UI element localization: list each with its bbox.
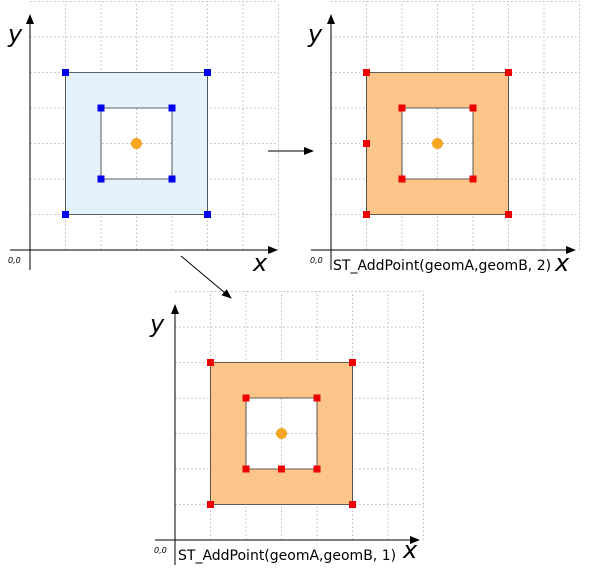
inner-ring-vertex-marker (278, 465, 285, 473)
outer-ring-vertex-marker (505, 69, 512, 76)
inner-ring-vertex-marker (168, 175, 176, 183)
centroid-point (276, 428, 287, 439)
outer-ring-vertex-marker (62, 211, 69, 218)
inner-ring-vertex-marker (242, 394, 250, 402)
outer-ring-vertex-marker (349, 359, 356, 366)
origin-label: 0,0 (8, 256, 21, 265)
origin-label: 0,0 (154, 546, 167, 555)
x-axis-arrow (410, 536, 420, 544)
inner-ring-vertex-marker (168, 104, 176, 112)
outer-ring-vertex-marker (363, 140, 370, 147)
y-axis-arrow (327, 14, 335, 24)
y-axis-arrow (171, 304, 179, 314)
y-axis-label: y (7, 20, 23, 48)
inner-ring-vertex-marker (398, 104, 406, 112)
function-caption: ST_AddPoint(geomA,geomB, 1) (178, 548, 396, 564)
x-axis-arrow (268, 246, 278, 254)
inner-ring-vertex-marker (97, 175, 105, 183)
inner-ring-vertex-marker (469, 175, 477, 183)
origin-label: 0,0 (310, 256, 323, 265)
y-axis-label: y (149, 310, 165, 338)
panel-result-index-1: x y 0,0 ST_AddPoint(geomA,geomB, 1) (149, 291, 424, 565)
outer-ring-vertex-marker (204, 211, 211, 218)
polygon-shape (363, 69, 512, 218)
x-axis-label: x (554, 249, 570, 277)
outer-ring-vertex-marker (363, 69, 370, 76)
centroid-point (432, 138, 443, 149)
outer-ring-vertex-marker (204, 69, 211, 76)
inner-ring-vertex-marker (313, 394, 321, 402)
outer-ring-vertex-marker (363, 211, 370, 218)
x-axis-label: x (402, 536, 418, 564)
inner-ring-vertex-marker (313, 465, 321, 473)
panel-input: x y 0,0 (7, 1, 279, 277)
outer-ring-vertex-marker (62, 69, 69, 76)
polygon-shape (62, 69, 211, 218)
inner-ring-vertex-marker (469, 104, 477, 112)
inner-ring-vertex-marker (398, 175, 406, 183)
polygon-shape (207, 359, 356, 508)
inner-ring-vertex-marker (242, 465, 250, 473)
outer-ring-vertex-marker (349, 501, 356, 508)
outer-ring-vertex-marker (207, 501, 214, 508)
arrow-to-result-index-1 (180, 255, 232, 299)
x-axis-label: x (252, 249, 268, 277)
y-axis-label: y (307, 20, 323, 48)
y-axis-arrow (26, 14, 34, 24)
panel-result-index-2: x y 0,0 ST_AddPoint(geomA,geomB, 2) (307, 1, 580, 277)
centroid-point (131, 138, 142, 149)
function-caption: ST_AddPoint(geomA,geomB, 2) (333, 258, 551, 274)
x-axis-arrow (566, 246, 576, 254)
outer-ring-vertex-marker (207, 359, 214, 366)
outer-ring-vertex-marker (505, 211, 512, 218)
inner-ring-vertex-marker (97, 104, 105, 112)
